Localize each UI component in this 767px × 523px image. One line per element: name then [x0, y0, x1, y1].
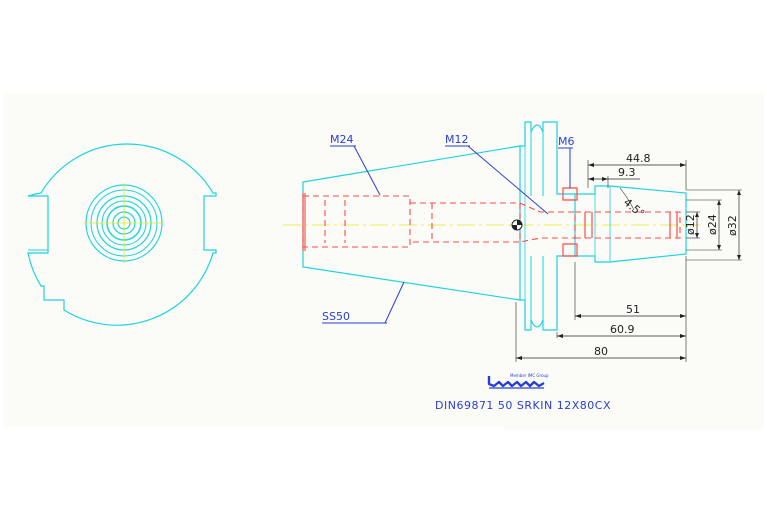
callouts: M24 M12 M6 SS50: [322, 133, 575, 324]
dim-phi32: ø32: [726, 215, 739, 236]
dim-80: 80: [594, 345, 608, 358]
logo-tagline: Member IMC Group: [510, 373, 549, 378]
hidden-lines: [302, 187, 681, 257]
brand-logo: Member IMC Group: [487, 373, 549, 389]
label-m12: M12: [445, 133, 469, 146]
sheet-tab: [505, 427, 764, 430]
side-view: [283, 121, 700, 331]
label-m24: M24: [330, 133, 354, 146]
end-view: [27, 143, 217, 326]
dim-44-8: 44.8: [626, 152, 651, 165]
dim-60-9: 60.9: [610, 323, 635, 336]
drawing-title: DIN69871 50 SRKIN 12X80CX: [435, 399, 611, 412]
end-view-outline: [27, 143, 217, 326]
dim-51: 51: [626, 303, 640, 316]
flange: [520, 121, 576, 331]
dim-phi12: ø12: [684, 214, 697, 235]
logo-mark: [487, 376, 545, 388]
label-m6: M6: [558, 135, 575, 148]
label-ss50: SS50: [322, 310, 350, 323]
dim-9-3: 9.3: [618, 166, 636, 179]
dim-phi24: ø24: [706, 214, 719, 235]
